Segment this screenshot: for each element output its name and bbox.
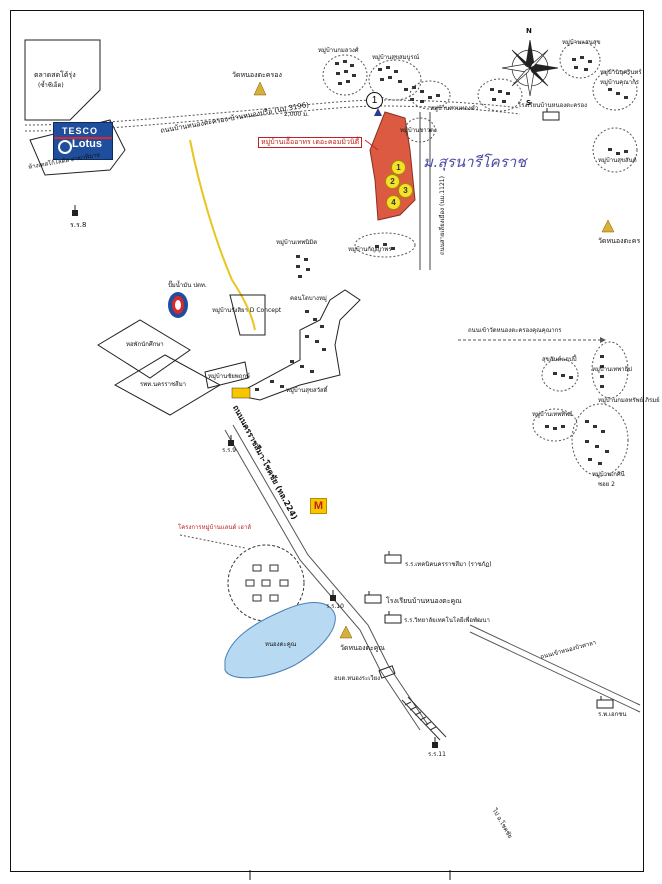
rail-track bbox=[401, 696, 447, 741]
village-n4-label: หมู่บ้านชาวดง bbox=[400, 127, 437, 134]
market-label: ตลาดสดโต้รุ่ง bbox=[34, 71, 76, 79]
pond bbox=[224, 602, 336, 679]
compass-s-label: S bbox=[526, 99, 532, 107]
tesco-logo: TESCO Lotus bbox=[53, 122, 113, 160]
pin-icon bbox=[374, 108, 382, 116]
pond-label: หนองตะคูณ bbox=[265, 641, 297, 648]
hospital-box bbox=[378, 665, 396, 679]
school-11-label: ร.ร.11 bbox=[428, 751, 446, 758]
village-mid2-label: หมู่บ้านกัญญาพร bbox=[348, 246, 392, 253]
village-ne2-label: หมู่บ้านนุศรินทร์ bbox=[600, 69, 642, 76]
village-ne3-label: หมู่บ้านคุณากร bbox=[600, 79, 639, 86]
village-circle-2 bbox=[368, 59, 422, 101]
village-circle-4 bbox=[404, 117, 436, 143]
village-ne1-label: หมู่บ้านแสนสุข bbox=[562, 39, 601, 46]
tesco-logo-ring bbox=[58, 140, 72, 154]
rtv-label: รพท.นครราชสีมา bbox=[140, 381, 187, 388]
yellow-road bbox=[189, 139, 256, 331]
wat-khon-label: วัดหนองตะคูณ bbox=[340, 644, 385, 652]
village-ne4-label: หมู่บ้านสุขสันต์ bbox=[598, 157, 637, 164]
village-mid-label: หมู่บ้านเทพนิมิต bbox=[276, 239, 318, 246]
village-circle-7 bbox=[592, 69, 638, 111]
wat-nong-yang-label: วัดหนองตะครอง bbox=[232, 71, 282, 79]
mcdonalds-icon: M bbox=[310, 498, 327, 514]
school-10-label: ร.ร.10 bbox=[326, 603, 344, 610]
handwritten-note: ม.สุรนารีโคราช bbox=[423, 153, 527, 171]
village-circle-3 bbox=[409, 80, 451, 110]
road-bottom-right bbox=[469, 624, 641, 706]
building-1 bbox=[97, 319, 191, 379]
village-circle-1 bbox=[322, 54, 368, 96]
building-icon bbox=[364, 108, 614, 709]
side-road-label: ถนนสายเลี่ยงเมือง (นม.1121) bbox=[439, 176, 446, 255]
compass-rose bbox=[501, 39, 559, 97]
location-marker-2: 2 bbox=[385, 174, 400, 189]
location-marker-circle: 1 bbox=[366, 92, 383, 109]
east-v6-label: ซอย 2 bbox=[598, 481, 615, 488]
market-sub-label: (ซ้ำซีเอ็ด) bbox=[38, 82, 64, 89]
tesco-logo-band bbox=[54, 137, 112, 139]
project-label: หมู่บ้านเอื้ออาทร เดอะคอมมิวนิตี้ bbox=[258, 137, 363, 148]
central-block bbox=[233, 289, 361, 401]
village-circle-13 bbox=[354, 232, 416, 258]
school-ne-label: โรงเรียนบ้านหนองตะครอง bbox=[518, 102, 588, 109]
ptt-icon bbox=[168, 292, 188, 318]
concept-label: หมู่บ้านรังสิยา D Concept bbox=[212, 307, 282, 314]
east-v1-label: สุขสันต์แฮปปี้ bbox=[542, 356, 577, 363]
village-circle-8 bbox=[592, 127, 638, 173]
circular-project bbox=[227, 544, 305, 622]
map-frame bbox=[10, 10, 644, 872]
temple-icon bbox=[253, 81, 615, 639]
school-8-label: ร.ร.8 bbox=[70, 221, 87, 229]
school-right3-label: ร.ร.วิทยาลัยเทคโนโลยีเพื่อพัฒนา bbox=[404, 617, 490, 624]
condo-label: คอนโดบางหมู่ bbox=[290, 295, 327, 302]
circular-project-label: โครงการหมู่บ้านแลนด์ เฮาส์ bbox=[178, 524, 251, 531]
ptt-label: ปั๊มน้ำมัน ปตท. bbox=[168, 282, 207, 289]
location-marker-4: 4 bbox=[386, 195, 401, 210]
d-concept-logo bbox=[231, 387, 251, 399]
market-building bbox=[24, 39, 101, 121]
school-9-label: ร.ร.9 bbox=[222, 447, 237, 454]
tesco-logo-bottom: Lotus bbox=[72, 138, 102, 150]
tesco-logo-top: TESCO bbox=[62, 126, 99, 136]
east-v2-label: หมู่บ้านเทพาธิป bbox=[592, 366, 632, 373]
bottom-right1-label: ร.พ.เอกชน bbox=[598, 711, 627, 718]
village-circle-10 bbox=[591, 341, 629, 399]
village-circle-5 bbox=[477, 78, 523, 112]
diagonal-road bbox=[224, 429, 421, 731]
location-marker-3: 3 bbox=[398, 183, 413, 198]
village-circle-6 bbox=[559, 41, 601, 79]
home-label: หมู่บ้านชัยพฤกษ์ bbox=[208, 373, 250, 380]
school-right2-label: โรงเรียนบ้านหนองตะคูณ bbox=[386, 597, 462, 605]
main-road bbox=[24, 99, 521, 126]
village-n2-label: หมู่บ้านสุขสมบูรณ์ bbox=[372, 54, 420, 61]
flag-icon bbox=[72, 205, 438, 748]
village-circle-12 bbox=[571, 403, 629, 477]
building-4 bbox=[229, 294, 266, 336]
village-n3-label: หมู่บ้านสวนทองคำ bbox=[430, 105, 479, 112]
village-n1-label: หมู่บ้านกมลวงศ์ bbox=[318, 47, 359, 54]
compass-n-label: N bbox=[526, 27, 532, 35]
east-v5-label: หมู่บ้านเกศินี bbox=[592, 471, 625, 478]
hospital-label: อบต.หนองระเวียง bbox=[334, 675, 381, 682]
location-marker-1: 1 bbox=[391, 160, 406, 175]
east-road-label: ถนนเข้าวัดหนองตะครองคุณคุณากร bbox=[468, 327, 562, 334]
building-3 bbox=[204, 361, 249, 389]
village-circle-11 bbox=[532, 408, 578, 442]
mooban-lane-label: หมู่บ้านสุขสวัสดิ์ bbox=[286, 387, 328, 394]
village-circle-9 bbox=[541, 358, 579, 392]
east-v3-label: หมู่บ้านกมลทรัพย์ ภิรมย์ bbox=[598, 397, 660, 404]
east-v4-label: หมู่บ้านเทพทิพย์ bbox=[532, 411, 573, 418]
school-right1-label: ร.ร.เทคนิคนครราชสีมา (ราชภัฏ) bbox=[405, 561, 492, 568]
village-dots-top bbox=[335, 60, 440, 103]
road-distance-label: 2,000 ม. bbox=[284, 111, 309, 118]
dorm-label: หอพักนักศึกษา bbox=[126, 341, 164, 348]
wat-east-label: วัดหนองตะคร bbox=[598, 237, 641, 245]
